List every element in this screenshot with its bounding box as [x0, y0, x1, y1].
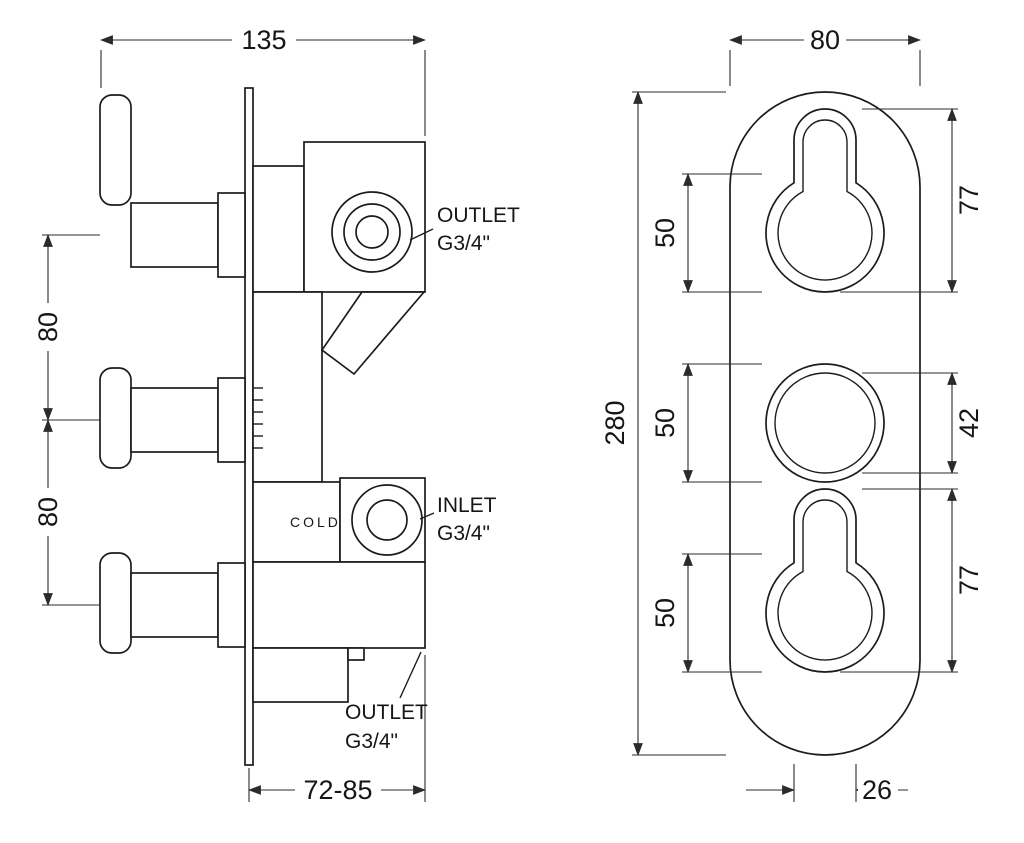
- dim-dial-middle-50: 50: [650, 362, 762, 484]
- dim-label-80-upper: 80: [33, 312, 63, 342]
- control-bottom-outer: [765, 488, 885, 673]
- inlet-port-bore: [366, 499, 408, 541]
- dim-plate-height-280: 280: [600, 90, 726, 757]
- dim-label-80-plate: 80: [810, 25, 840, 55]
- handle-middle-flange: [217, 377, 246, 463]
- dim-label-80-lower: 80: [33, 497, 63, 527]
- outlet-bottom-line2: G3/4": [345, 730, 398, 753]
- body-mid-block: [252, 291, 323, 483]
- dim-slot-width-26: 26: [746, 764, 908, 805]
- outlet-port-top-bore: [355, 215, 389, 249]
- label-outlet-bottom: OUTLET G3/4": [345, 701, 428, 753]
- leader-outlet-bottom: [399, 651, 422, 699]
- control-top-inner: [777, 119, 873, 281]
- body-diagonal-pipe: [320, 291, 426, 376]
- control-middle-inner: [774, 372, 876, 474]
- dim-label-50-middle: 50: [650, 408, 680, 438]
- cartridge-serrations: [253, 387, 263, 449]
- control-top-outer: [765, 108, 885, 293]
- leader-inlet: [419, 512, 435, 520]
- control-top-keyhole: [765, 108, 885, 293]
- leader-outlet-top: [409, 228, 434, 241]
- control-bottom-keyhole: [765, 488, 885, 673]
- dim-keyhole-top-77: 77: [840, 107, 984, 294]
- dim-label-26: 26: [862, 775, 892, 805]
- handle-bottom-flange: [217, 562, 246, 648]
- handle-bottom-stem: [130, 572, 219, 638]
- dim-handle-spacing: 80 80: [33, 233, 100, 607]
- control-bottom-inner: [777, 499, 873, 661]
- outlet-top-line1: OUTLET: [437, 204, 520, 227]
- dim-dial-top-50: 50: [650, 172, 762, 294]
- dim-label-50-bottom: 50: [650, 598, 680, 628]
- label-outlet-top: OUTLET G3/4": [437, 204, 520, 255]
- dim-label-77-top: 77: [954, 185, 984, 215]
- dim-label-280: 280: [600, 400, 630, 445]
- dim-depth-72-85: 72-85: [247, 655, 427, 805]
- dim-width-135: 135: [99, 25, 427, 136]
- front-view: 80 280 50 50 50: [600, 25, 984, 805]
- cold-marking: COLD: [290, 514, 341, 530]
- handle-bottom: [99, 552, 246, 654]
- handle-top-stem: [130, 202, 219, 268]
- body-bottom-step: [347, 647, 365, 661]
- handle-top-grip: [99, 94, 132, 206]
- dim-plate-width-80: 80: [728, 25, 922, 86]
- dim-dial-bottom-50: 50: [650, 552, 762, 674]
- body-top-connector: [252, 165, 305, 293]
- dim-label-77-bottom: 77: [954, 565, 984, 595]
- handle-middle-stem: [130, 387, 219, 453]
- control-middle-outer: [765, 363, 885, 483]
- handle-top: [99, 94, 246, 278]
- body-bottom-foot: [252, 647, 349, 703]
- dim-keyhole-bottom-77: 77: [840, 487, 984, 674]
- handle-top-flange: [217, 192, 246, 278]
- inlet-line2: G3/4": [437, 522, 490, 545]
- body-bottom-block: [252, 561, 426, 649]
- dim-knob-middle-42: 42: [862, 371, 984, 475]
- side-view: 135 80 80 72-85 OUTLET G3/4": [33, 25, 520, 805]
- handle-bottom-grip: [99, 552, 132, 654]
- dim-label-42: 42: [954, 408, 984, 438]
- control-middle-dial: [765, 363, 885, 483]
- handle-middle-grip: [99, 367, 132, 469]
- dim-label-135: 135: [241, 25, 286, 55]
- inlet-line1: INLET: [437, 494, 497, 517]
- valve-body-side: [252, 141, 435, 703]
- dim-label-72-85: 72-85: [303, 775, 372, 805]
- wall-plate-edge: [244, 87, 254, 766]
- outlet-bottom-line1: OUTLET: [345, 701, 428, 724]
- handle-middle: [99, 367, 246, 469]
- dim-label-50-top: 50: [650, 218, 680, 248]
- label-inlet: INLET G3/4": [437, 494, 497, 545]
- outlet-top-line2: G3/4": [437, 232, 490, 255]
